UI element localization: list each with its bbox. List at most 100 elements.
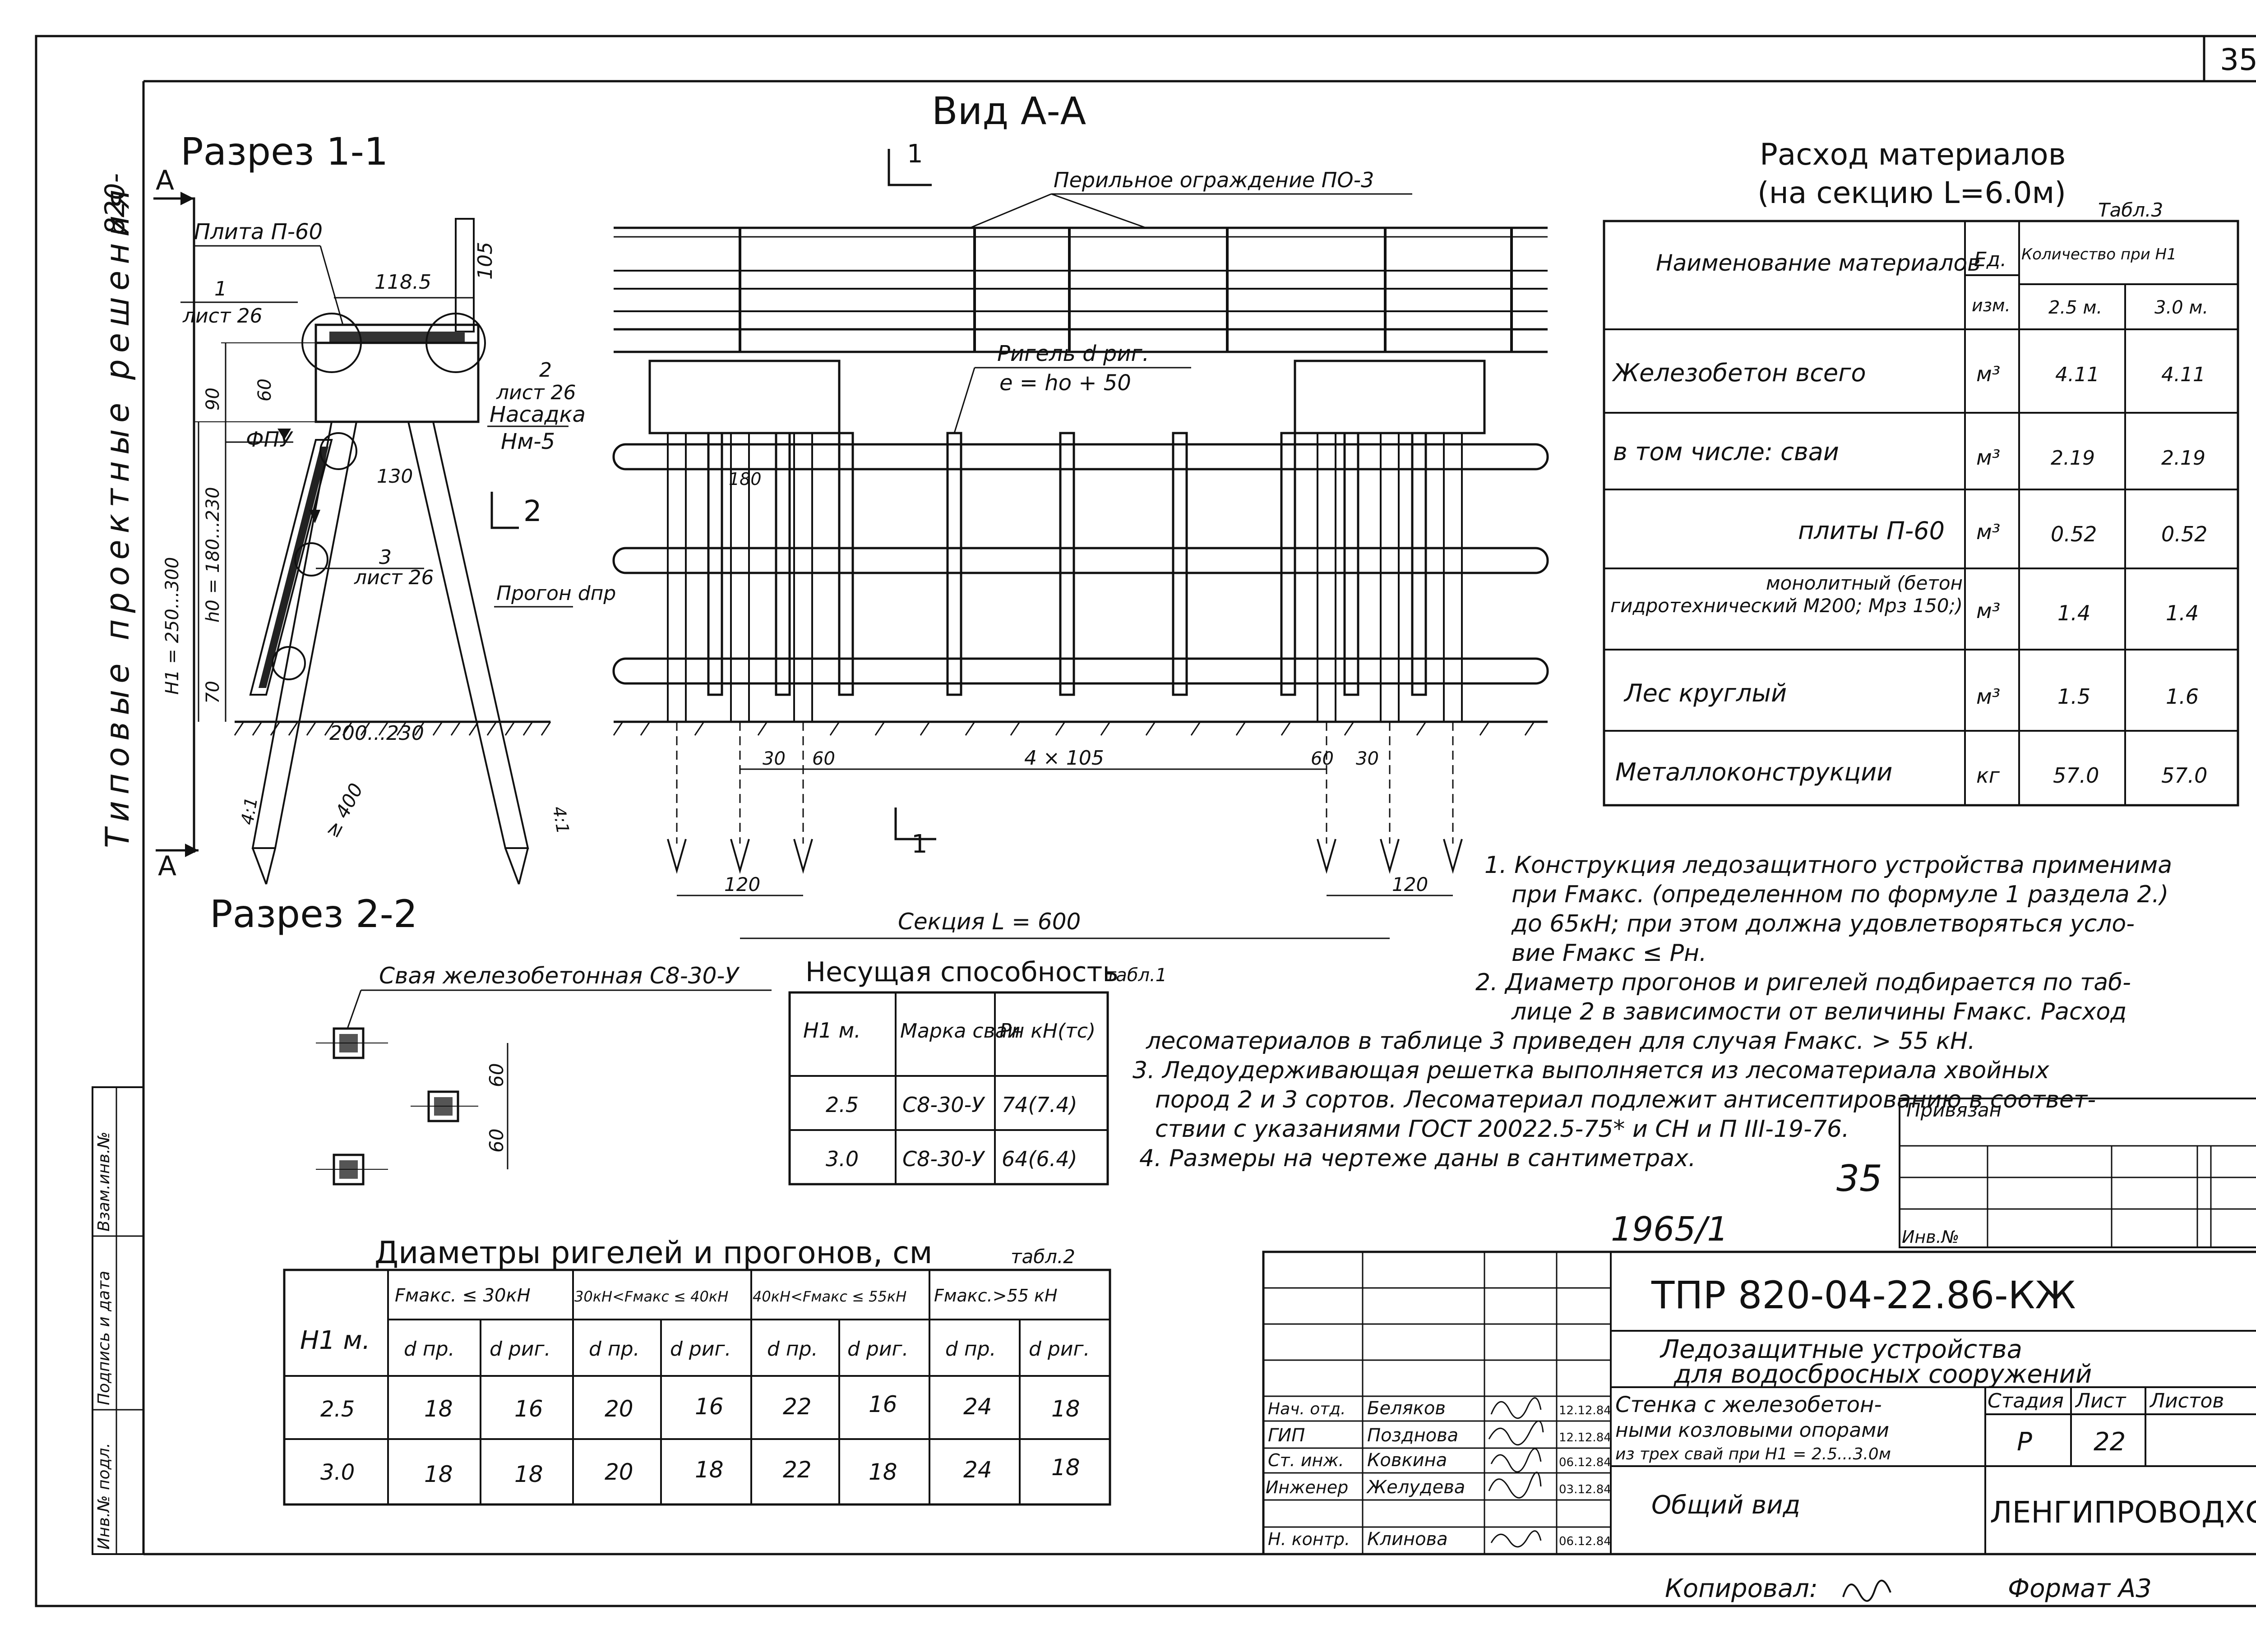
mat-r2-b: 2.19 [2161, 447, 2205, 470]
mat-r3-unit: м³ [1976, 520, 2000, 544]
doc-title-1: Ледозащитные устройства [1660, 1335, 2022, 1364]
bearing-r2-pn: 64(6.4) [1002, 1147, 1077, 1171]
label-sheet3: лист 26 [354, 566, 434, 589]
note-line-5: 2. Диаметр прогонов и ригелей подбираетс… [1475, 969, 2131, 996]
staff-5-role: Н. контр. [1268, 1529, 1350, 1549]
mat-r1-b: 4.11 [2161, 363, 2205, 386]
mat-r4-name: монолитный (бетон гидротехнический М200;… [1610, 572, 1963, 617]
sheet-value: 22 [2094, 1427, 2126, 1457]
diam-r2-c3: 20 [605, 1459, 633, 1485]
slope-right: 4:1 [549, 805, 573, 835]
note-line-10: ствии с указаниями ГОСТ 20022.5-75* и СН… [1155, 1116, 1849, 1143]
diam-sub-4: d риг. [670, 1338, 731, 1361]
project-number: 1965/1 [1611, 1210, 1728, 1249]
label-sheet3-num: 3 [379, 546, 392, 569]
dim-120-right: 120 [1392, 873, 1428, 895]
mat-r4-a: 1.4 [2057, 601, 2090, 625]
organization: ЛЕНГИПРОВОДХОЗ [1990, 1495, 2256, 1530]
staff-1-role: Нач. отд. [1268, 1400, 1346, 1418]
diam-r2-c7: 24 [963, 1457, 992, 1483]
staff-3-date: 06.12.84 [1559, 1456, 1611, 1469]
materials-subtitle: (на секцию L=6.0м) [1757, 175, 2066, 210]
doc-code: ТПР 820-04-22.86-КЖ [1651, 1273, 2076, 1317]
mat-col-unit-a: Ед. [1974, 248, 2006, 271]
diam-r1-h: 2.5 [320, 1397, 355, 1422]
mat-r1-name: Железобетон всего [1612, 359, 1866, 387]
diam-sub-5: d пр. [767, 1338, 818, 1361]
diam-r1-c4: 16 [695, 1394, 724, 1420]
note-line-7: лесоматериалов в таблице 3 приведен для … [1146, 1028, 1975, 1055]
doc-desc-1: Стенка с железобетон- [1615, 1392, 1882, 1417]
label-sheet1: лист 26 [182, 305, 263, 328]
pile-dim-2: 60 [485, 1129, 508, 1153]
mat-r2-a: 2.19 [2051, 447, 2095, 470]
dim-span: 4 × 105 [1024, 747, 1104, 770]
dim-180: 180 [729, 469, 762, 489]
cut-mark-top: 1 [907, 139, 923, 169]
pile-caption: Свая железобетонная С8-30-У [379, 963, 740, 989]
view-a-a: Вид А-А 1 1 Перильное ограждение ПО-3 [612, 89, 1549, 939]
dim-30-right: 30 [1356, 748, 1379, 769]
stage-header: Стадия [1988, 1389, 2064, 1412]
diam-sub-7: d пр. [945, 1338, 996, 1361]
dim-h1: H1 = 250...300 [162, 557, 183, 695]
label-plate: Плита П-60 [194, 219, 323, 245]
mat-col-unit-b: изм. [1972, 295, 2011, 315]
pile-plan: Свая железобетонная С8-30-У 60 60 [316, 963, 772, 1186]
staff-2-date: 12.12.84 [1559, 1431, 1611, 1444]
label-purlin: Прогон dпр [496, 582, 616, 605]
view-marker-a-top: А [156, 165, 174, 196]
staff-1-date: 12.12.84 [1559, 1404, 1611, 1417]
staff-5-name: Клинова [1367, 1529, 1448, 1550]
mat-r6-name: Металлоконструкции [1615, 758, 1892, 786]
materials-table: Расход материалов (на секцию L=6.0м) Таб… [1603, 137, 2239, 807]
dim-60: 60 [254, 378, 275, 401]
dim-30-left: 30 [763, 748, 786, 769]
sheet-header: Лист [2075, 1389, 2127, 1412]
diam-sub-6: d риг. [847, 1338, 909, 1361]
diam-r1-c8: 18 [1051, 1396, 1080, 1422]
label-sheet2-num: 2 [539, 359, 552, 382]
diam-sub-1: d пр. [404, 1338, 455, 1361]
note-line-6: лице 2 в зависимости от величины Fмакс. … [1511, 998, 2127, 1025]
sheets-header: Листов [2149, 1389, 2224, 1412]
cut-mark-bottom: 1 [911, 830, 928, 859]
strip-inv-label: Инв.№ подл. [95, 1443, 113, 1550]
view-aa-title: Вид А-А [932, 89, 1086, 133]
label-cut-2: 2 [523, 495, 542, 528]
dim-120-left: 120 [724, 873, 760, 895]
bearing-h-h1: H1 м. [803, 1018, 861, 1043]
mat-r4-b: 1.4 [2166, 601, 2199, 625]
outer-frame [35, 35, 2256, 1607]
diam-r2-c5: 22 [783, 1457, 812, 1483]
notes: 1. Конструкция ледозащитного устройства … [1133, 852, 2172, 1172]
bearing-r1-mark: С8-30-У [902, 1093, 985, 1117]
mat-r5-unit: м³ [1976, 684, 2000, 709]
mat-r3-a: 0.52 [2051, 522, 2097, 546]
bearing-tab: табл.1 [1105, 965, 1167, 986]
note-line-8: 3. Ледоудерживающая решетка выполняется … [1133, 1057, 2050, 1084]
diam-r2-c2: 18 [514, 1461, 543, 1487]
staff-4-name: Желудева [1366, 1477, 1465, 1498]
strip-replace-label: Взам.инв.№ [95, 1131, 113, 1232]
diam-r2-h: 3.0 [320, 1460, 355, 1485]
section-1-1-title: Разрез 1-1 [180, 129, 388, 174]
mat-col-name: Наименование материалов [1656, 250, 1981, 276]
mat-r2-name: в том числе: сваи [1613, 438, 1839, 466]
doc-desc-3: из трех свай при H1 = 2.5...3.0м [1615, 1445, 1891, 1463]
label-cap: Насадка [490, 402, 586, 427]
dim-105: 105 [474, 242, 497, 280]
staff-2-role: ГИП [1268, 1425, 1305, 1446]
title-block: 1965/1 Нач. отд. Беляков [1262, 1210, 2256, 1555]
diam-r1-c5: 22 [783, 1394, 812, 1420]
mat-r4-unit: м³ [1976, 599, 2000, 623]
page-number: 35 [2220, 42, 2256, 77]
mat-r6-b: 57.0 [2161, 763, 2207, 788]
note-line-4: вие Fмакс ≤ Pн. [1512, 940, 1706, 967]
staff-4-date: 03.12.84 [1559, 1483, 1611, 1496]
format-label: Формат А3 [2008, 1574, 2152, 1603]
diam-sub-3: d пр. [589, 1338, 640, 1361]
diam-r1-c1: 18 [424, 1396, 453, 1422]
mat-r6-unit: кг [1976, 763, 2000, 788]
note-line-3: до 65кН; при этом должна удовлетворяться… [1511, 910, 2135, 937]
